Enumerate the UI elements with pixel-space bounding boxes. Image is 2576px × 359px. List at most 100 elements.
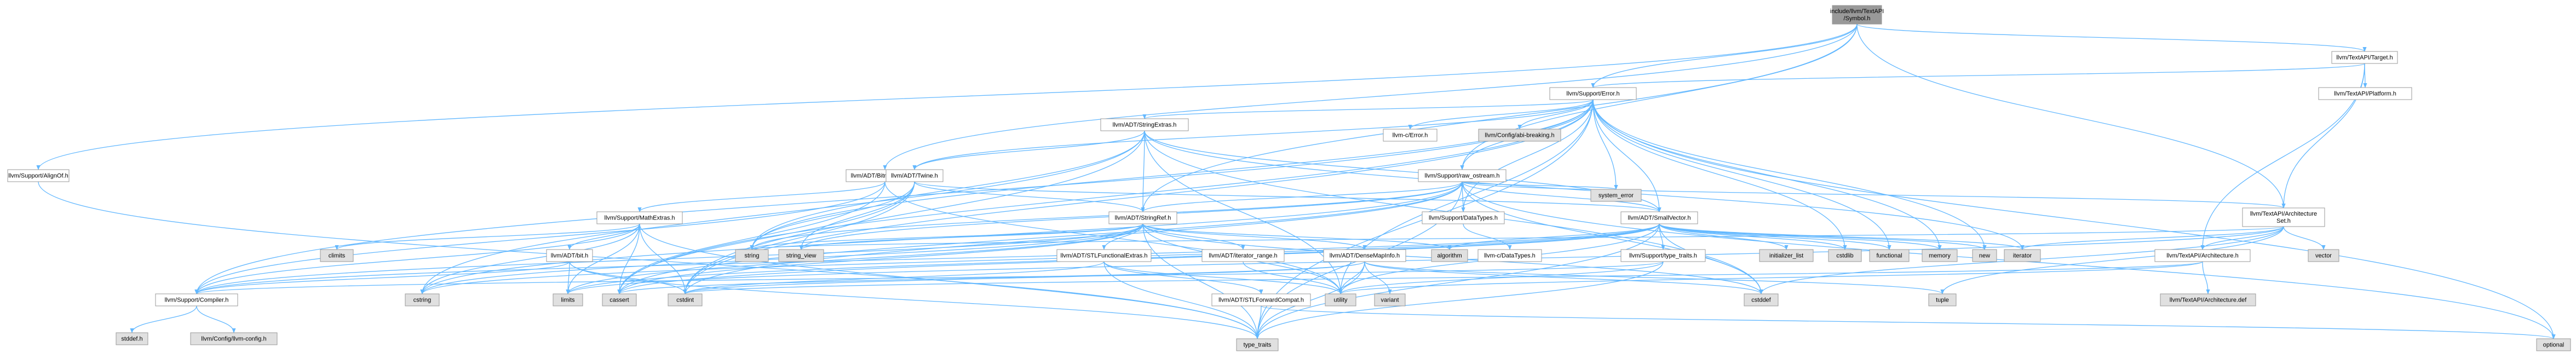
node-variant: variant [1374,293,1406,306]
node-label: type_traits [1244,342,1272,349]
node-stringextras[interactable]: llvm/ADT/StringExtras.h [1100,118,1189,131]
node-box [1832,5,1882,25]
edge-smallvector-to-cstdlib [1659,223,1847,250]
node-cstdint: cstdint [668,293,703,306]
node-label: llvm/Support/Error.h [1566,91,1619,97]
edge-smallvector-to-functional [1659,223,1891,250]
node-abibreaking: llvm/Config/abi-breaking.h [1478,129,1561,142]
edge-stlfunctional-to-cstdint [683,261,1105,294]
node-cstddef: cstddef [1744,293,1779,306]
node-box [1922,249,1958,262]
node-platform[interactable]: llvm/TextAPI/Platform.h [2318,87,2412,100]
node-cdatatypes[interactable]: llvm-c/DataTypes.h [1477,249,1542,262]
dependency-edges [36,24,2556,339]
edge-mathextras-to-adtbit [567,223,640,250]
node-label: cassert [610,297,629,304]
node-label: llvm-c/DataTypes.h [1484,253,1536,259]
edge-densemapinfo-to-utility [1338,261,1365,294]
edge-stringref-to-limits [566,223,1143,294]
node-label: llvm/ADT/Twine.h [891,173,938,180]
node-label: llvm/TextAPI/Architecture [2250,211,2317,217]
node-box [1590,189,1642,202]
edge-stringextras-to-cstdint [683,130,1145,294]
node-error[interactable]: llvm/Support/Error.h [1549,87,1637,100]
node-stlforward[interactable]: llvm/ADT/STLForwardCompat.h [1211,293,1311,306]
node-tapiarch[interactable]: llvm/TextAPI/Architecture.h [2154,249,2251,262]
node-label: llvm/ADT/STLForwardCompat.h [1218,297,1304,304]
edge-densemapinfo-to-cstddef [1364,261,1763,294]
edge-error-to-memory [1592,99,1942,250]
edge-stringref-to-typetraits [1142,223,1260,339]
edge-tapiarch-to-utility [1338,261,2203,294]
edge-rawostream-to-stringref [1141,181,1463,212]
node-box [1620,211,1698,224]
node-cstring: cstring [405,293,440,306]
node-mathextras[interactable]: llvm/Support/MathExtras.h [596,211,683,224]
edge-stringextras-to-smallvector [1144,130,1661,212]
node-root: include/llvm/TextAPI/Symbol.h [1830,5,1884,25]
edge-stringref-to-cassert [617,223,1143,294]
node-iteratorrange[interactable]: llvm/ADT/iterator_range.h [1201,249,1285,262]
node-functional: functional [1869,249,1910,262]
node-systemerror: system_error [1590,189,1642,202]
node-typetraits: type_traits [1236,338,1279,351]
edge-stringextras-to-twine [912,130,1145,170]
node-rawostream[interactable]: llvm/Support/raw_ostream.h [1418,169,1507,182]
edge-target-to-tapiarchset [2281,63,2365,209]
node-label: llvm-c/Error.h [1393,132,1428,139]
edge-error-to-new [1592,99,1987,250]
node-box [1759,249,1814,262]
node-label: llvm/Config/abi-breaking.h [1485,132,1554,139]
node-label: llvm/Support/DataTypes.h [1429,215,1498,222]
node-label: initializer_list [1769,253,1803,259]
node-alignof[interactable]: llvm/Support/AlignOf.h [7,169,70,182]
node-compiler[interactable]: llvm/Support/Compiler.h [155,293,238,306]
node-box [735,249,769,262]
node-tuple: tuple [1928,293,1957,306]
node-smallvector[interactable]: llvm/ADT/SmallVector.h [1620,211,1698,224]
edge-tapiarchset-to-string [750,226,2284,250]
node-box [1431,249,1468,262]
edge-error-to-datatypes [1461,99,1594,212]
node-stringref[interactable]: llvm/ADT/StringRef.h [1108,211,1177,224]
node-box [602,293,637,306]
node-label: llvm/Support/MathExtras.h [605,215,675,222]
edge-error-to-cerror [1408,99,1594,130]
node-stlfunctional[interactable]: llvm/ADT/STLFunctionalExtras.h [1056,249,1152,262]
node-stddef: stddef.h [116,332,148,345]
node-densemapinfo[interactable]: llvm/ADT/DenseMapInfo.h [1323,249,1406,262]
edge-smallvector-to-typetraits [1255,223,1660,339]
edge-datatypes-to-cdatatypes [1463,223,1512,250]
node-box [596,211,683,224]
edge-densemapinfo-to-typetraits [1255,261,1365,339]
node-label: llvm/ADT/SmallVector.h [1628,215,1691,222]
node-typetraitsh[interactable]: llvm/Support/type_traits.h [1620,249,1706,262]
node-label: string [745,253,760,259]
node-box [2536,338,2571,351]
edge-error-to-systemerror [1592,99,1618,190]
node-adtbit[interactable]: llvm/ADT/bit.h [546,249,593,262]
node-label: limits [561,297,575,304]
edge-adtbit-to-limits [566,261,570,294]
edge-adtbit-to-compiler [194,261,570,294]
node-box [1928,293,1957,306]
node-label: climits [329,253,346,259]
edge-stlfunctional-to-stlforward [1103,261,1263,294]
edge-typetraitsh-to-utility [1338,261,1664,294]
node-cerror[interactable]: llvm-c/Error.h [1383,129,1438,142]
node-label: vector [2315,253,2332,259]
edge-error-to-abibreaking [1517,99,1594,130]
node-label: Set.h [2276,218,2291,224]
node-target[interactable]: llvm/TextAPI/Target.h [2331,51,2398,64]
node-box [546,249,593,262]
node-box [2308,249,2339,262]
edge-stringref-to-stlfunctional [1102,223,1143,250]
node-twine[interactable]: llvm/ADT/Twine.h [886,169,944,182]
node-datatypes[interactable]: llvm/Support/DataTypes.h [1422,211,1505,224]
node-label: optional [2543,342,2565,349]
edge-error-to-stringextras [1142,99,1594,119]
edge-rawostream-to-cstdint [683,181,1463,294]
node-label: llvm/TextAPI/Target.h [2336,55,2393,61]
